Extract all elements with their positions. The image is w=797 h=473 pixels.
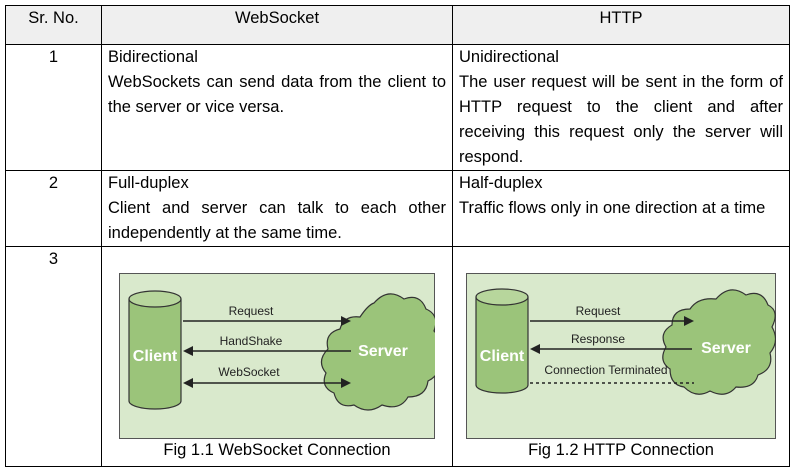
http-title: Half-duplex xyxy=(459,174,543,192)
request-arrow xyxy=(183,316,351,326)
client-label: Client xyxy=(480,348,525,365)
header-sr-no: Sr. No. xyxy=(5,5,102,45)
arrow-label: WebSocket xyxy=(218,365,280,379)
http-cell: Unidirectional The user request will be … xyxy=(452,44,790,171)
http-description: The user request will be sent in the for… xyxy=(459,73,783,166)
websocket-title: Full-duplex xyxy=(108,174,189,192)
http-figure-cell: Client Server Request Response xyxy=(452,246,790,467)
response-arrow xyxy=(530,344,692,354)
server-cloud-icon xyxy=(320,293,435,411)
websocket-arrow xyxy=(183,378,351,388)
header-http: HTTP xyxy=(452,5,790,45)
table-row: 3 Client Server xyxy=(5,246,790,467)
arrow-label: Request xyxy=(576,304,621,318)
http-description: Traffic flows only in one direction at a… xyxy=(459,199,766,217)
header-row: Sr. No. WebSocket HTTP xyxy=(5,5,790,45)
row-number: 3 xyxy=(5,246,102,467)
handshake-arrow xyxy=(183,346,351,356)
websocket-figure-cell: Client Server Request xyxy=(101,246,453,467)
server-label: Server xyxy=(358,343,408,360)
websocket-figure: Client Server Request xyxy=(119,273,435,461)
arrow-label: Request xyxy=(229,304,274,318)
websocket-description: Client and server can talk to each other… xyxy=(108,199,446,242)
websocket-diagram: Client Server Request xyxy=(119,273,435,439)
client-cylinder-icon xyxy=(128,290,182,410)
server-label: Server xyxy=(701,340,751,357)
http-cell: Half-duplex Traffic flows only in one di… xyxy=(452,170,790,247)
table-row: 1 Bidirectional WebSockets can send data… xyxy=(5,44,790,171)
row-number: 1 xyxy=(5,44,102,171)
websocket-description: WebSockets can send data from the client… xyxy=(108,73,446,116)
http-figure: Client Server Request Response xyxy=(466,273,776,461)
figure-caption: Fig 1.1 WebSocket Connection xyxy=(163,441,391,459)
figure-caption: Fig 1.2 HTTP Connection xyxy=(528,441,714,459)
arrow-label: Connection Terminated xyxy=(544,363,667,377)
server-cloud-icon xyxy=(662,289,776,395)
arrow-label: Response xyxy=(571,332,625,346)
http-title: Unidirectional xyxy=(459,48,559,66)
table-row: 2 Full-duplex Client and server can talk… xyxy=(5,170,790,247)
request-arrow xyxy=(530,316,694,326)
websocket-cell: Bidirectional WebSockets can send data f… xyxy=(101,44,453,171)
client-cylinder-icon xyxy=(475,288,529,394)
header-websocket: WebSocket xyxy=(101,5,453,45)
arrow-label: HandShake xyxy=(220,334,283,348)
http-diagram: Client Server Request Response xyxy=(466,273,776,439)
client-label: Client xyxy=(133,348,178,365)
comparison-table: Sr. No. WebSocket HTTP 1 Bidirectional W… xyxy=(5,5,790,467)
websocket-cell: Full-duplex Client and server can talk t… xyxy=(101,170,453,247)
websocket-title: Bidirectional xyxy=(108,48,198,66)
row-number: 2 xyxy=(5,170,102,247)
